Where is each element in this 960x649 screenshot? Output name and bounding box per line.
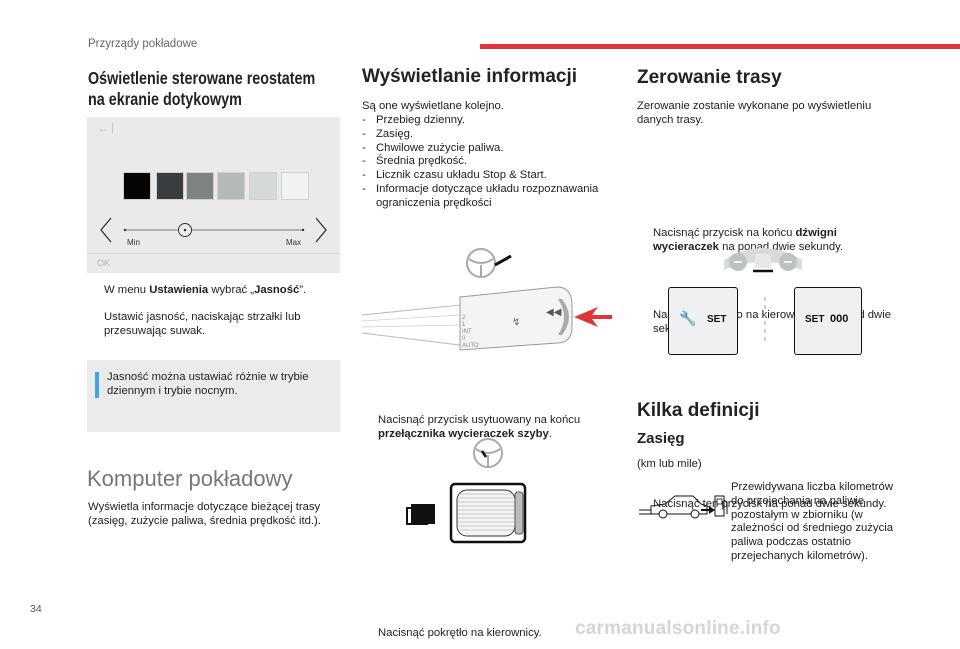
computer-heading: Komputer pokładowy xyxy=(87,466,293,491)
brightness-screen: ← | Min Max OK xyxy=(87,117,340,273)
brightness-swatch-5[interactable] xyxy=(249,172,277,200)
page-number: 34 xyxy=(30,603,42,615)
header-accent-bar xyxy=(480,44,960,49)
set-label-left: SET xyxy=(707,314,727,325)
col1-bullet-2: Ustawić jasność, naciskając strzałki lub… xyxy=(104,310,301,337)
svg-text:AUTO: AUTO xyxy=(462,343,479,349)
list-item: -Licznik czasu układu Stop & Start. xyxy=(362,169,547,182)
range-unit: (km lub mile) xyxy=(637,458,702,470)
set-button-left[interactable]: 🔧 SET xyxy=(668,287,738,355)
col3-bullet-3: Nacisnąć ten przycisk na ponad dwie seku… xyxy=(653,497,887,510)
watermark-text: carmanualsonline.info xyxy=(575,618,781,639)
screen-divider xyxy=(87,253,340,254)
set-button-right[interactable]: SET 000 xyxy=(794,287,862,355)
col1-heading: Oświetlenie sterowane reostatem na ekran… xyxy=(88,68,316,109)
min-label: Min xyxy=(127,238,140,247)
list-item: -Chwilowe zużycie paliwa. xyxy=(362,141,504,154)
svg-text:0: 0 xyxy=(462,336,466,342)
info-icon xyxy=(95,372,99,398)
list-item: -Zasięg. xyxy=(362,127,414,140)
brightness-swatch-3[interactable] xyxy=(186,172,214,200)
steering-wheel-icon xyxy=(466,248,512,278)
col2-list: -Przebieg dzienny. -Zasięg. -Chwilowe zu… xyxy=(362,114,602,211)
ok-button[interactable]: OK xyxy=(97,258,111,268)
svg-text:INT: INT xyxy=(462,329,472,335)
set-digits: 000 xyxy=(830,313,849,325)
set-label-right: SET xyxy=(805,314,825,325)
chevron-right-icon xyxy=(315,217,327,243)
list-item: -Przebieg dzienny. xyxy=(362,114,465,126)
definitions-heading: Kilka definicji xyxy=(637,400,760,421)
col3-heading: Zerowanie trasy xyxy=(637,67,782,88)
brightness-swatch-1[interactable] xyxy=(123,172,151,200)
brightness-swatch-2[interactable] xyxy=(156,172,184,200)
brightness-swatch-6[interactable] xyxy=(281,172,309,200)
section-title: Przyrządy pokładowe xyxy=(88,38,198,50)
brightness-swatch-4[interactable] xyxy=(217,172,245,200)
col3-intro: Zerowanie zostanie wykonane po wyświetle… xyxy=(637,100,872,126)
computer-text: Wyświetla informacje dotyczące bieżącej … xyxy=(88,501,321,527)
max-label: Max xyxy=(286,238,302,247)
svg-text:1: 1 xyxy=(462,322,466,328)
info-note xyxy=(87,360,340,432)
dashboard-icon xyxy=(724,248,802,273)
svg-text:2: 2 xyxy=(462,315,466,321)
svg-text:↯: ↯ xyxy=(512,317,520,328)
list-item: -Średnia prędkość. xyxy=(362,155,468,168)
col2-intro: Są one wyświetlane kolejno. xyxy=(362,100,504,112)
car-range-icon xyxy=(639,495,728,519)
steering-wheel-icon xyxy=(473,438,503,468)
info-note-text: Jasność można ustawiać różnie w trybie d… xyxy=(107,371,309,397)
list-item: -Informacje dotyczące układu rozpoznawan… xyxy=(362,182,599,209)
thumbwheel-illustration xyxy=(406,482,527,544)
svg-text:◀◀: ◀◀ xyxy=(546,307,562,318)
wiper-stalk-illustration: 2 1 INT 0 AUTO ↯ ◀◀ xyxy=(362,286,612,351)
range-text: Przewidywana liczba kilometrów do przeje… xyxy=(731,481,894,562)
title-placeholder: | xyxy=(111,122,114,134)
range-heading: Zasięg xyxy=(637,430,685,447)
chevron-left-icon xyxy=(100,217,112,243)
brightness-slider[interactable] xyxy=(87,212,340,252)
wrench-icon: 🔧 xyxy=(679,310,697,326)
back-arrow-icon[interactable]: ← xyxy=(97,121,109,135)
dashed-separator xyxy=(764,297,766,343)
col2-bullet-2: Nacisnąć pokrętło na kierownicy. xyxy=(378,626,542,639)
col1-bullet-1: W menu Ustawienia wybrać „Jasność”. xyxy=(104,284,307,296)
arrow-indicator xyxy=(574,307,612,327)
col2-heading: Wyświetlanie informacji xyxy=(362,66,578,87)
col2-bullet-1: Nacisnąć przycisk usytuowany na końcu pr… xyxy=(378,414,581,441)
